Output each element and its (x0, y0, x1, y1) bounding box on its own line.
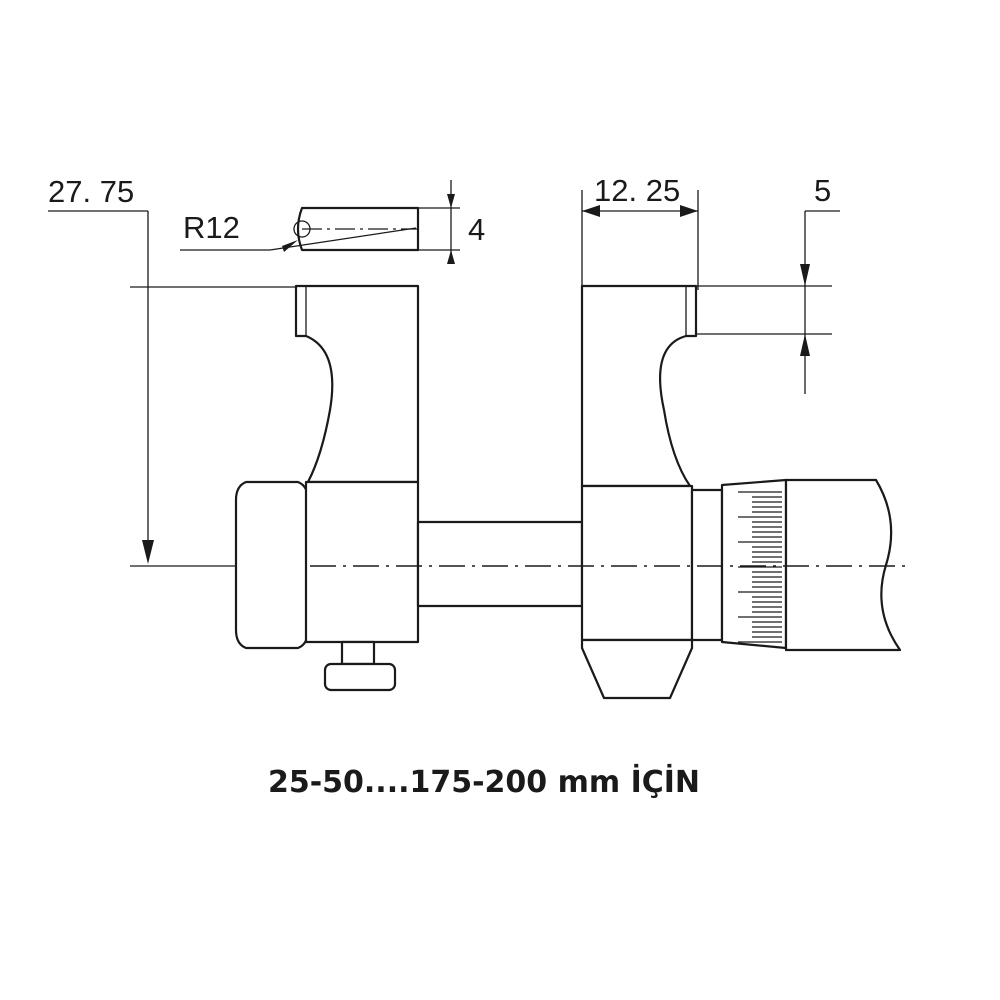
left-jaw (294, 284, 420, 484)
dimension-tip-height-label: 4 (468, 212, 485, 247)
dimension-jaw-height-label: 5 (814, 173, 831, 208)
left-body-block (304, 480, 420, 644)
connecting-rod (416, 520, 584, 608)
tip-detail: R12 4 (180, 180, 485, 264)
micrometer-sleeve (690, 478, 788, 650)
right-jaw (580, 284, 698, 488)
caption: 25-50....175-200 mm İÇİN (268, 764, 700, 800)
lock-screw (323, 640, 397, 692)
dimension-right-width: 12. 25 (581, 173, 699, 290)
micrometer-thimble (784, 478, 902, 652)
dimension-radius-label: R12 (183, 210, 240, 245)
dimension-jaw-height: 5 (696, 173, 840, 394)
thimble-scale-ticks (738, 491, 782, 643)
right-body-block (580, 484, 694, 700)
dimension-left-width-label: 27. 75 (48, 174, 134, 209)
dimension-right-width-label: 12. 25 (594, 173, 680, 208)
left-knurled-knob (234, 480, 310, 650)
